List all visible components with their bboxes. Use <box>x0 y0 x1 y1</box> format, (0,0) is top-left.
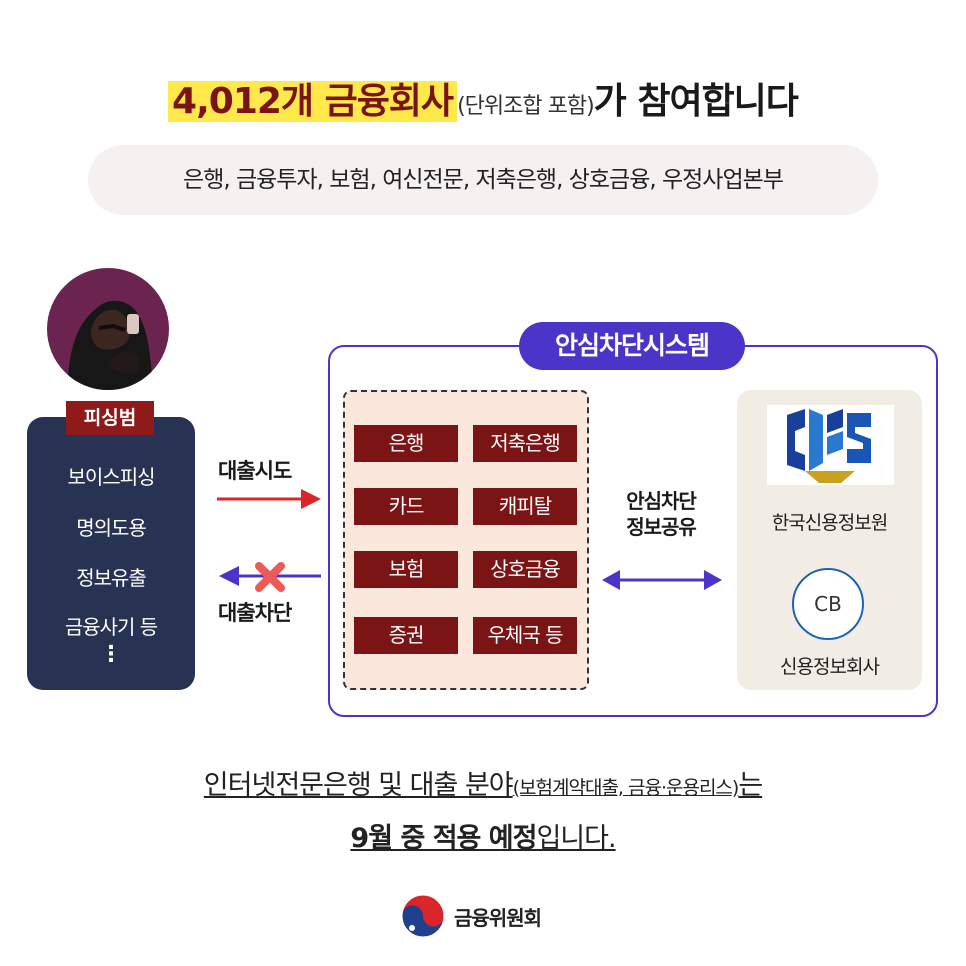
institution-mutual-finance: 상호금융 <box>473 551 577 588</box>
blocked-x-icon <box>255 562 285 592</box>
footer-line-2-end: 입니다. <box>536 823 616 854</box>
institution-insurance: 보험 <box>354 551 458 588</box>
share-label-line: 정보공유 <box>626 515 697 539</box>
credit-info-company: 신용정보회사 <box>780 656 880 678</box>
footer-line-1-main: 인터넷전문은행 및 대출 분야 <box>203 770 514 801</box>
phishing-item: 명의도용 <box>76 516 147 540</box>
phisher-icon <box>47 268 169 390</box>
blocked-arrow-icon <box>219 566 321 586</box>
institution-bank: 은행 <box>354 425 458 462</box>
headline: 4,012개 금융회사(단위조합 포함)가 참여합니다 <box>0 72 966 124</box>
cb-badge: CB <box>792 568 864 640</box>
more-ellipsis: ⋮ <box>100 642 122 667</box>
institution-securities: 증권 <box>354 617 458 654</box>
phishing-item: 정보유출 <box>76 566 147 590</box>
footer-line-2: 9월 중 적용 예정입니다. <box>0 816 966 855</box>
loan-block-label: 대출차단 <box>218 601 292 625</box>
phishing-item: 보이스피싱 <box>67 465 156 489</box>
kcis-logo <box>767 405 894 485</box>
share-label-line: 안심차단 <box>626 489 697 513</box>
headline-highlight: 4,012개 금융회사 <box>168 81 458 122</box>
institution-capital: 캐피탈 <box>473 488 577 525</box>
footer-line-1-note: (보험계약대출, 금융·운용리스) <box>512 777 740 799</box>
phishing-types-panel <box>27 417 195 690</box>
attempt-arrow-icon <box>217 489 321 509</box>
headline-note: (단위조합 포함) <box>457 94 595 119</box>
sector-list: 은행, 금융투자, 보험, 여신전문, 저축은행, 상호금융, 우정사업본부 <box>88 145 878 215</box>
loan-attempt-label: 대출시도 <box>218 459 292 483</box>
info-sharing-label: 안심차단 정보공유 <box>600 488 722 540</box>
fsc-name: 금융위원회 <box>454 906 542 930</box>
footer-line-1: 인터넷전문은행 및 대출 분야(보험계약대출, 금융·운용리스)는 <box>0 763 966 802</box>
fsc-taegeuk-logo <box>401 894 445 938</box>
institution-savings-bank: 저축은행 <box>473 425 577 462</box>
kcis-name: 한국신용정보원 <box>771 512 888 534</box>
institution-post-office: 우체국 등 <box>473 617 577 654</box>
institution-card: 카드 <box>354 488 458 525</box>
footer-line-2-bold: 9월 중 적용 예정 <box>350 823 537 854</box>
system-title: 안심차단시스템 <box>519 322 745 370</box>
footer-line-1-end: 는 <box>738 770 763 801</box>
phishing-item: 금융사기 등 <box>64 615 158 639</box>
bidirectional-arrow-icon <box>602 570 722 590</box>
headline-rest: 가 참여합니다 <box>593 81 799 122</box>
phisher-label: 피싱범 <box>66 401 154 435</box>
speech-tail <box>152 340 166 362</box>
